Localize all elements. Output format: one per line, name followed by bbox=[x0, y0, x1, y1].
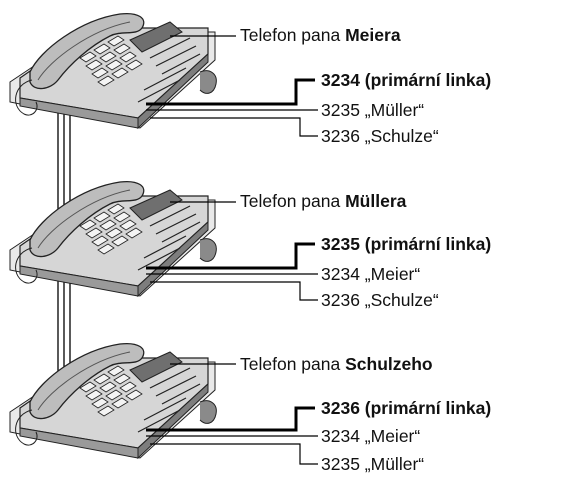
phone-owner-name: Schulzeho bbox=[345, 354, 433, 374]
phone-owner-name: Meiera bbox=[345, 25, 401, 45]
secondary-line-label: 3235 „Müller“ bbox=[321, 454, 425, 474]
phone-label-prefix: Telefon pana bbox=[240, 25, 341, 45]
secondary-line-label: 3234 „Meier“ bbox=[321, 264, 421, 284]
secondary-line-label: 3234 „Meier“ bbox=[321, 426, 421, 446]
phone-label-prefix: Telefon pana bbox=[240, 354, 341, 374]
secondary-line-label: 3236 „Schulze“ bbox=[321, 290, 439, 310]
primary-line-label: 3234 (primární linka) bbox=[321, 70, 492, 90]
secondary-line-label: 3236 „Schulze“ bbox=[321, 126, 439, 146]
phone-label-meiera: Telefon pana Meiera bbox=[240, 25, 401, 45]
phone-label-mullera: Telefon pana Müllera bbox=[240, 191, 406, 211]
secondary-line-label: 3235 „Müller“ bbox=[321, 100, 425, 120]
primary-line-label: 3236 (primární linka) bbox=[321, 398, 492, 418]
phone-label-prefix: Telefon pana bbox=[240, 191, 341, 211]
primary-line-label: 3235 (primární linka) bbox=[321, 234, 492, 254]
phone-owner-name: Müllera bbox=[345, 191, 407, 211]
phone-label-schulzeho: Telefon pana Schulzeho bbox=[240, 354, 433, 374]
